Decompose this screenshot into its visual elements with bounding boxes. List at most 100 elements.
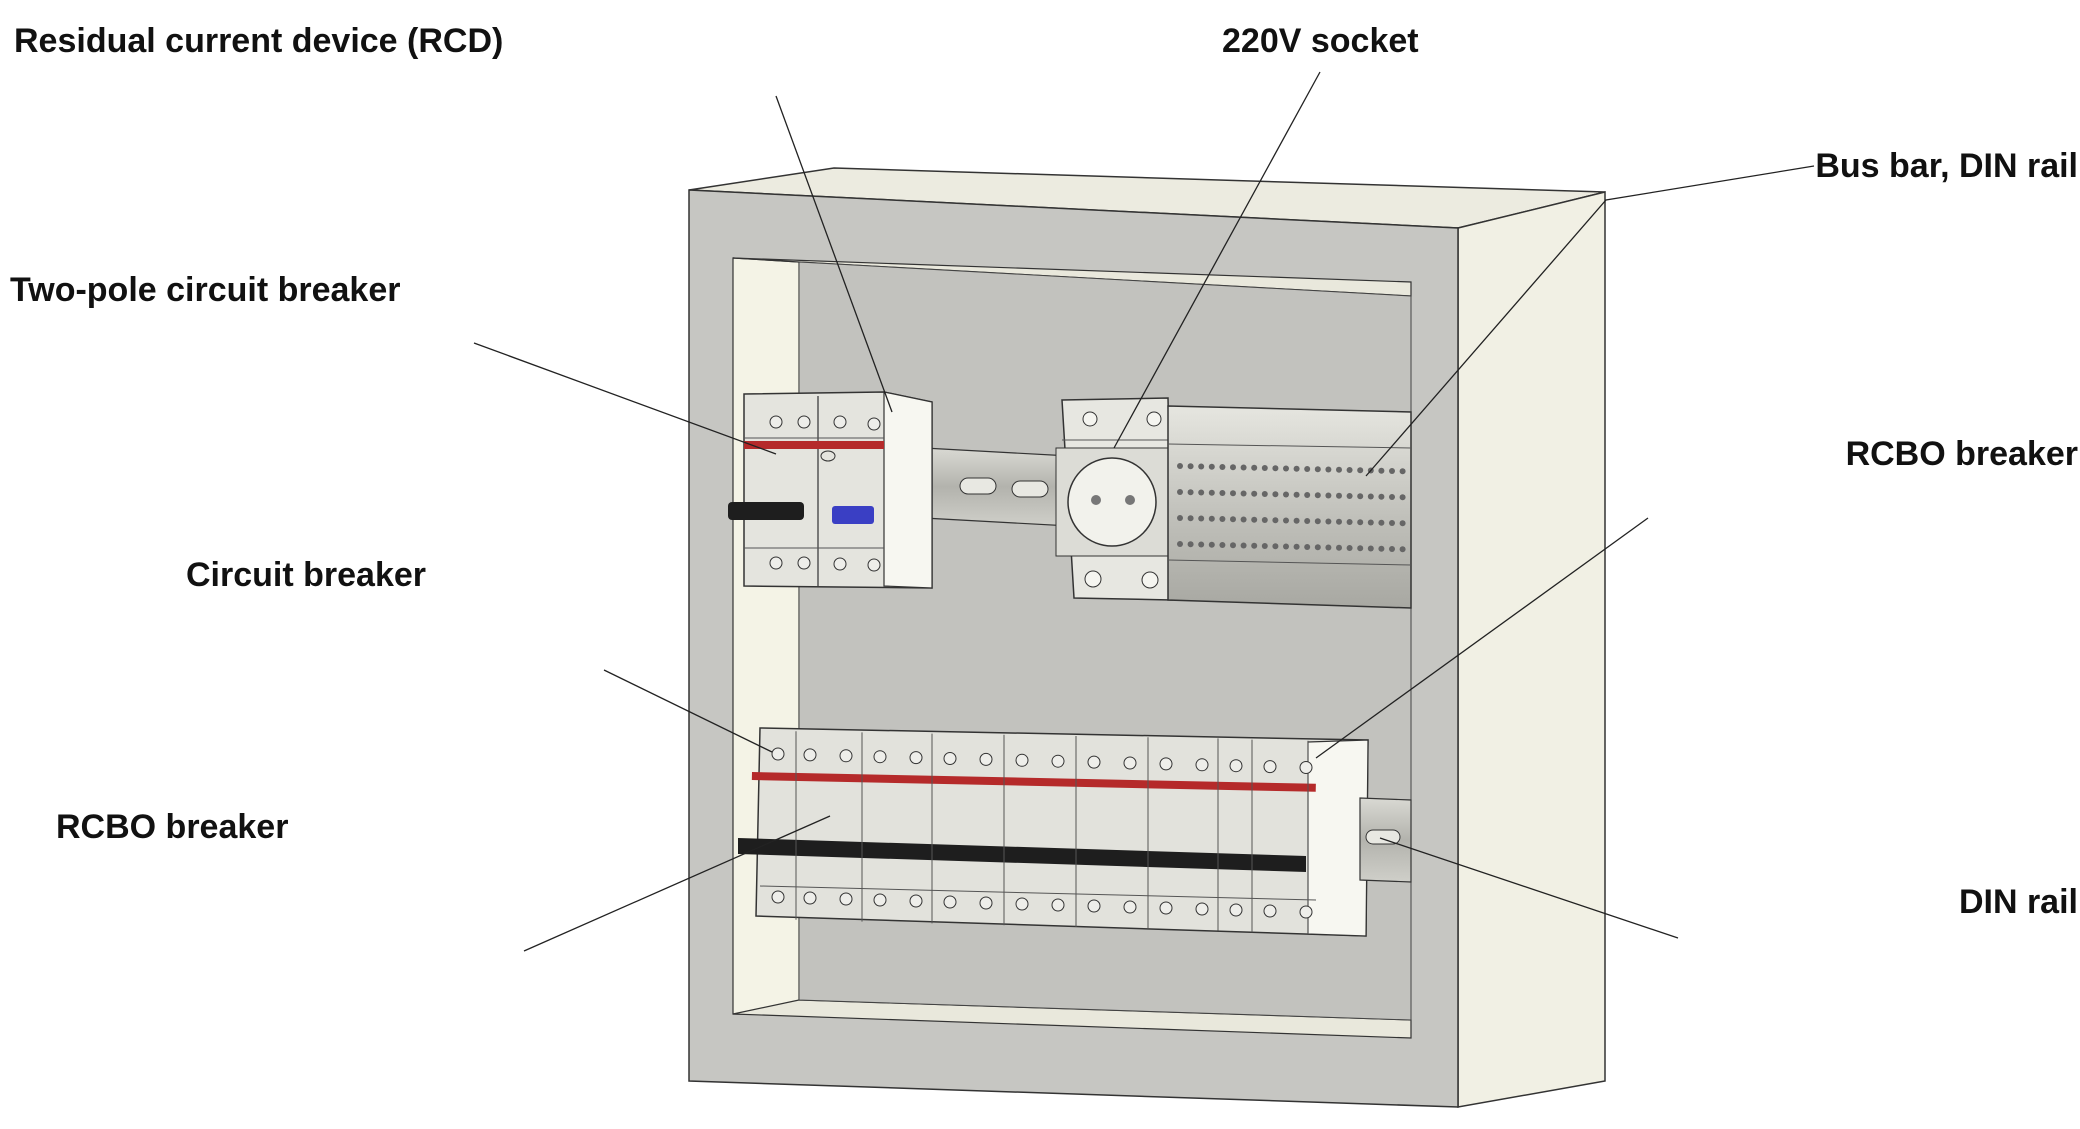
- bus-terminal-hole: [1399, 494, 1406, 501]
- bus-terminal-hole: [1219, 490, 1226, 496]
- bus-terminal-hole: [1240, 516, 1247, 523]
- bus-terminal-hole: [1261, 491, 1268, 497]
- bus-terminal-hole: [1336, 544, 1342, 551]
- bus-terminal-hole: [1378, 545, 1385, 552]
- bus-terminal-hole: [1261, 543, 1268, 549]
- terminal-screw: [1229, 759, 1243, 773]
- leader-two-pole: [473, 342, 777, 455]
- label-rcbo-left: RCBO breaker: [56, 808, 289, 846]
- bus-terminal-hole: [1293, 465, 1300, 472]
- leader-rcbo-right: [1315, 517, 1649, 759]
- bus-terminal-hole: [1240, 542, 1247, 549]
- socket-module: [1055, 397, 1173, 601]
- terminal-screw: [1087, 755, 1101, 769]
- bus-terminal-hole: [1357, 545, 1364, 552]
- cabinet-side: [1457, 191, 1606, 1108]
- bus-terminal-hole: [1230, 464, 1236, 471]
- bus-terminal-hole: [1357, 519, 1364, 526]
- terminal-screw: [1051, 754, 1065, 768]
- bus-terminal-hole: [1378, 467, 1385, 474]
- bus-terminal-hole: [1304, 466, 1311, 472]
- bus-terminal-hole: [1230, 542, 1236, 549]
- label-rcd: Residual current device (RCD): [14, 22, 504, 60]
- bus-terminal-hole: [1304, 518, 1311, 524]
- bus-terminal-hole: [1336, 518, 1342, 525]
- bus-terminal-hole: [1293, 517, 1300, 524]
- terminal-screw: [873, 893, 887, 907]
- terminal-screw: [943, 895, 957, 909]
- terminal-screw: [1195, 902, 1209, 916]
- leader-socket: [1113, 71, 1321, 449]
- bus-terminal-hole: [1272, 543, 1279, 550]
- bus-terminal-hole: [1283, 465, 1289, 472]
- leader-rcd: [775, 95, 893, 413]
- bus-terminal-hole: [1198, 541, 1205, 548]
- leader-rcbo-left: [523, 815, 831, 952]
- bus-terminal-hole: [1283, 517, 1289, 524]
- bus-terminal-hole: [1272, 517, 1279, 524]
- bus-terminal-hole: [1219, 516, 1226, 522]
- bus-bar: [1167, 405, 1412, 609]
- terminal-screw: [1229, 903, 1243, 917]
- bus-terminal-hole: [1357, 493, 1364, 500]
- terminal-screw: [979, 896, 993, 910]
- terminal-screw: [1123, 900, 1137, 914]
- terminal-screw: [839, 749, 853, 763]
- bus-terminal-hole: [1346, 519, 1353, 525]
- bus-terminal-hole: [1293, 491, 1300, 498]
- bus-terminal-hole: [1283, 491, 1289, 498]
- bus-terminal-hole: [1208, 515, 1215, 522]
- bus-terminal-hole: [1251, 490, 1258, 497]
- terminal-screw: [1159, 757, 1173, 771]
- leader-lines: [473, 71, 1815, 952]
- bus-terminal-hole: [1198, 515, 1205, 522]
- bus-terminal-hole: [1325, 544, 1332, 551]
- terminal-screw: [943, 752, 957, 765]
- terminal-screw: [1159, 901, 1173, 915]
- bus-terminal-hole: [1272, 491, 1279, 498]
- bus-terminal-hole: [1251, 464, 1258, 471]
- bus-terminal-hole: [1346, 493, 1353, 499]
- bus-terminal-hole: [1177, 489, 1183, 495]
- bus-terminal-hole: [1367, 545, 1374, 552]
- terminal-screw: [1263, 904, 1277, 918]
- terminal-screws-top: [769, 415, 881, 431]
- socket-face: [1067, 457, 1157, 547]
- label-bus-bar: Bus bar, DIN rail: [1815, 147, 2078, 185]
- bus-terminal-hole: [1399, 546, 1406, 553]
- bus-terminal-hole: [1389, 546, 1395, 552]
- bus-terminal-hole: [1314, 492, 1321, 499]
- bus-terminal-hole: [1261, 465, 1268, 471]
- bus-terminal-hole: [1389, 494, 1395, 500]
- terminal-screw: [1015, 753, 1029, 767]
- bus-terminal-hole: [1251, 516, 1258, 523]
- two-pole-rcd-block: [728, 391, 933, 589]
- terminal-screw: [979, 752, 993, 766]
- bus-terminal-hole: [1325, 492, 1332, 499]
- bus-terminal-hole: [1230, 516, 1236, 523]
- terminal-screw: [1263, 760, 1277, 774]
- bus-terminal-hole: [1389, 468, 1395, 474]
- terminal-screw: [909, 894, 923, 908]
- bus-terminal-hole: [1336, 466, 1342, 473]
- bus-terminal-hole: [1251, 542, 1258, 549]
- terminal-screw: [771, 890, 785, 904]
- bus-terminal-hole: [1208, 541, 1215, 548]
- breaker-row-lower: [738, 727, 1369, 937]
- terminal-screw: [803, 891, 817, 905]
- terminal-screws-bottom: [771, 890, 1313, 919]
- bus-terminal-hole: [1314, 466, 1321, 473]
- label-two-pole: Two-pole circuit breaker: [10, 271, 401, 309]
- terminal-screws-top: [771, 747, 1313, 774]
- bus-terminal-hole: [1272, 465, 1279, 472]
- bus-terminal-hole: [1219, 542, 1226, 548]
- bus-terminal-hole: [1304, 544, 1311, 550]
- bus-terminal-hole: [1261, 517, 1268, 523]
- bus-terminal-hole: [1378, 519, 1385, 526]
- lower-toggle-bar: [738, 838, 1306, 872]
- bus-terminal-hole: [1346, 545, 1353, 551]
- leader-circuit-breaker: [603, 669, 773, 753]
- breaker-toggle-black: [728, 502, 804, 520]
- bus-terminal-hole: [1177, 515, 1183, 521]
- bus-terminal-hole: [1293, 543, 1300, 550]
